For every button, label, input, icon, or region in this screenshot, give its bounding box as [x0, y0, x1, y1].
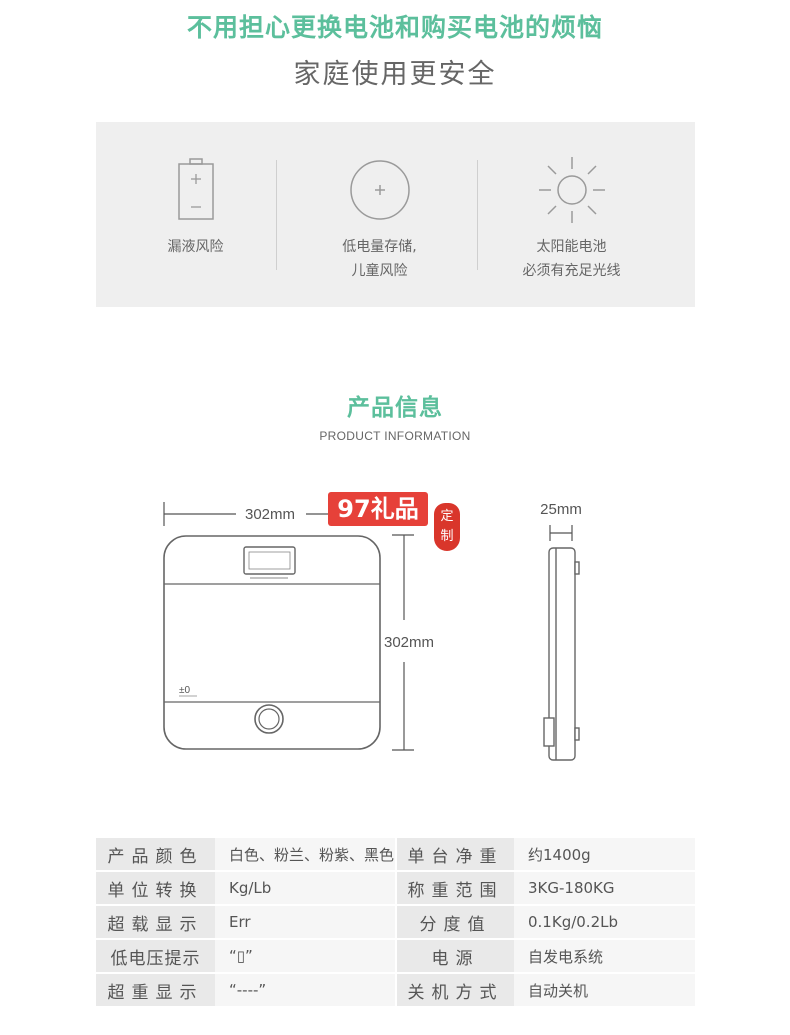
divider: [276, 160, 277, 270]
spec-value: 3KG-180KG: [514, 871, 695, 906]
feature-label: 低电量存储, 儿童风险: [342, 239, 417, 279]
spec-label: 关机方式: [397, 973, 514, 1008]
spec-label: 超载显示: [96, 905, 215, 940]
spec-gap: [395, 973, 397, 1008]
headline: 不用担心更换电池和购买电池的烦恼: [186, 13, 603, 42]
feature-leak-risk: 漏液风险: [96, 122, 295, 307]
scale-front-view: [163, 535, 381, 750]
depth-label: 25mm: [540, 501, 582, 518]
spec-label: 单位转换: [96, 871, 215, 906]
spec-gap: [395, 905, 397, 940]
depth-dimension-line: [549, 525, 573, 541]
height-dimension-line: [392, 534, 414, 751]
spec-label: 产品颜色: [96, 838, 215, 872]
spec-gap: [395, 871, 397, 906]
zero-label: ±0: [179, 685, 190, 696]
battery-icon: [177, 158, 214, 220]
feature-panel: 漏液风险 低电量存储, 儿童风险 太阳能电池 必须有充足光线: [96, 122, 695, 307]
spec-gap: [395, 939, 397, 974]
spec-value: 自发电系统: [514, 939, 695, 974]
spec-value: Err: [215, 905, 395, 940]
spec-value: 约1400g: [514, 838, 695, 872]
spec-row: 产品颜色白色、粉兰、粉紫、黑色单台净重约1400g: [96, 838, 695, 872]
feature-solar: 太阳能电池 必须有充足光线: [472, 122, 671, 307]
brand-seal: 定 制: [434, 503, 460, 551]
width-label: 302mm: [245, 506, 295, 523]
scale-side-view: [543, 547, 580, 761]
spec-value: Kg/Lb: [215, 871, 395, 906]
feature-label: 太阳能电池 必须有充足光线: [522, 239, 621, 279]
spec-value: “▯”: [215, 939, 395, 974]
spec-label: 低电压提示: [96, 939, 215, 974]
height-label: 302mm: [384, 634, 434, 651]
spec-label: 称重范围: [397, 871, 514, 906]
feature-low-battery: 低电量存储, 儿童风险: [280, 122, 479, 307]
spec-value: 0.1Kg/0.2Lb: [514, 905, 695, 940]
feature-label: 漏液风险: [167, 239, 224, 255]
spec-gap: [395, 838, 397, 872]
section-title: 产品信息: [347, 395, 443, 421]
brand-logo: 97礼品: [328, 492, 428, 526]
spec-row: 超重显示“----”关机方式自动关机: [96, 973, 695, 1008]
spec-value: “----”: [215, 973, 395, 1008]
section-subtitle: PRODUCT INFORMATION: [319, 429, 471, 443]
spec-label: 超重显示: [96, 973, 215, 1008]
spec-value: 自动关机: [514, 973, 695, 1008]
sun-icon: [538, 157, 605, 223]
spec-label: 单台净重: [397, 838, 514, 872]
spec-label: 电源: [397, 939, 514, 974]
spec-value: 白色、粉兰、粉紫、黑色: [215, 838, 395, 872]
spec-row: 低电压提示“▯”电源自发电系统: [96, 939, 695, 974]
spec-label: 分度值: [397, 905, 514, 940]
low-battery-plus-icon: [349, 160, 410, 220]
subhead: 家庭使用更安全: [293, 59, 497, 90]
divider: [477, 160, 478, 270]
